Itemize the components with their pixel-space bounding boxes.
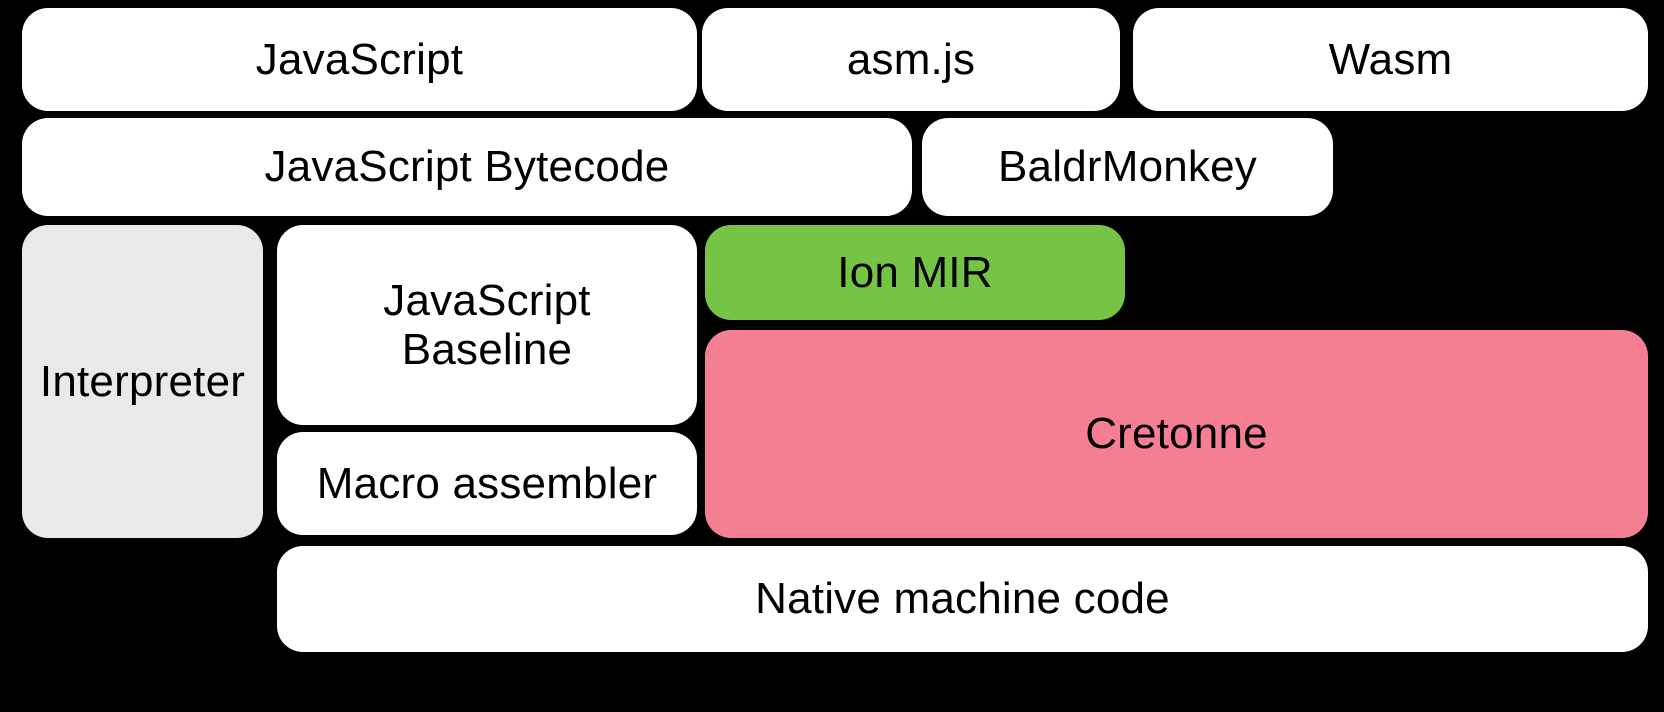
box-javascript-bytecode[interactable]: JavaScript Bytecode (22, 118, 912, 216)
box-native-machine-code[interactable]: Native machine code (277, 546, 1648, 652)
box-macro-assembler[interactable]: Macro assembler (277, 432, 697, 535)
box-baldrmonkey[interactable]: BaldrMonkey (922, 118, 1333, 216)
box-ion-mir[interactable]: Ion MIR (705, 225, 1125, 320)
box-wasm[interactable]: Wasm (1133, 8, 1648, 111)
box-javascript-baseline[interactable]: JavaScript Baseline (277, 225, 697, 425)
box-asm-js[interactable]: asm.js (702, 8, 1120, 111)
box-javascript[interactable]: JavaScript (22, 8, 697, 111)
box-interpreter[interactable]: Interpreter (22, 225, 263, 538)
box-cretonne[interactable]: Cretonne (705, 330, 1648, 538)
